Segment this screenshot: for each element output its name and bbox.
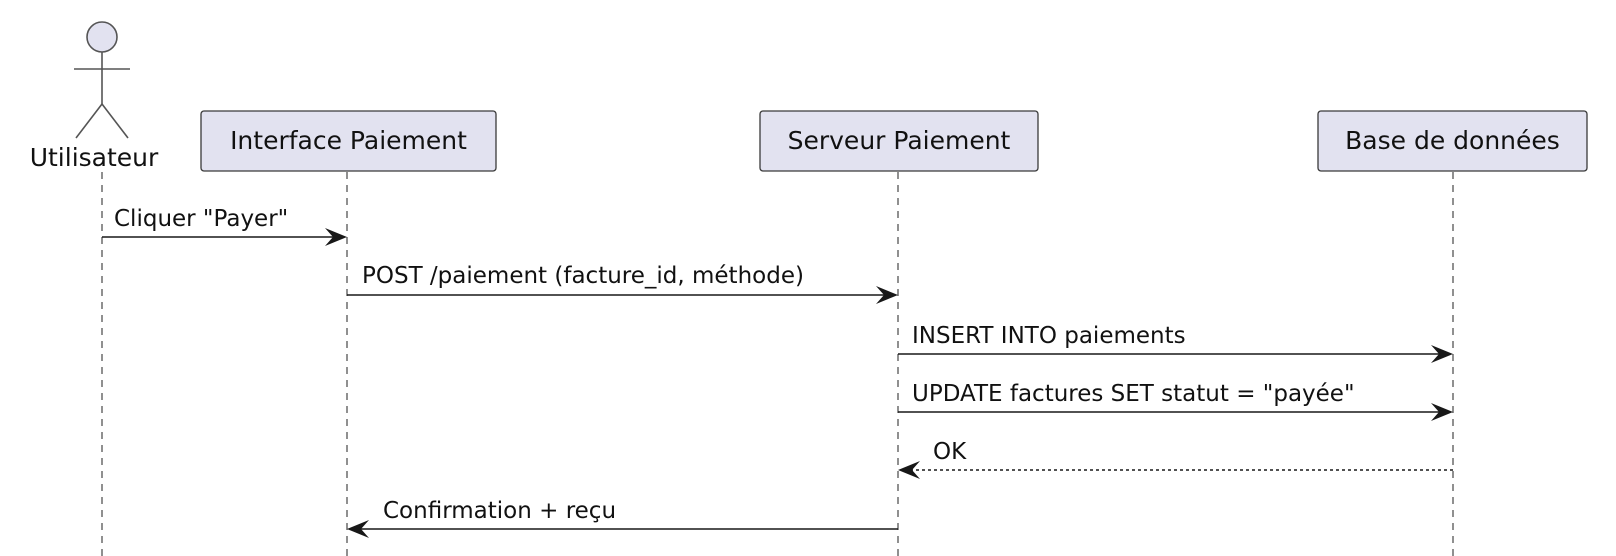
participant-box-db xyxy=(1317,110,1588,172)
message-label-1: Cliquer "Payer" xyxy=(114,206,288,232)
actor-figure-icon xyxy=(74,21,130,139)
arrow-right-icon xyxy=(1431,345,1453,363)
participant-label-ui: Interface Paiement xyxy=(230,126,467,155)
message-label-2: POST /paiement (facture_id, méthode) xyxy=(362,263,804,289)
message-label-6: Confirmation + reçu xyxy=(383,498,616,524)
actor-user: Utilisateur xyxy=(30,21,159,172)
message-1: Cliquer "Payer" xyxy=(102,206,347,246)
participant-ui: Interface Paiement xyxy=(200,110,497,172)
participant-server: Serveur Paiement xyxy=(759,110,1039,172)
arrow-right-icon xyxy=(1431,403,1453,421)
arrow-left-icon xyxy=(347,520,369,538)
arrow-right-icon xyxy=(876,286,898,304)
arrow-left-icon xyxy=(898,461,920,479)
actor-label-user: Utilisateur xyxy=(30,143,159,172)
message-4: UPDATE factures SET statut = "payée" xyxy=(898,381,1453,421)
message-label-5: OK xyxy=(933,439,967,465)
participant-box-server xyxy=(759,110,1039,172)
participant-label-server: Serveur Paiement xyxy=(788,126,1011,155)
message-6: Confirmation + reçu xyxy=(347,498,898,538)
message-5: OK xyxy=(898,439,1453,479)
participant-db: Base de données xyxy=(1317,110,1588,172)
participant-label-db: Base de données xyxy=(1345,126,1560,155)
message-label-3: INSERT INTO paiements xyxy=(912,323,1186,349)
arrow-right-icon xyxy=(325,228,347,246)
message-3: INSERT INTO paiements xyxy=(898,323,1453,363)
message-2: POST /paiement (facture_id, méthode) xyxy=(347,263,898,304)
participant-box-ui xyxy=(200,110,497,172)
message-label-4: UPDATE factures SET statut = "payée" xyxy=(912,381,1355,407)
